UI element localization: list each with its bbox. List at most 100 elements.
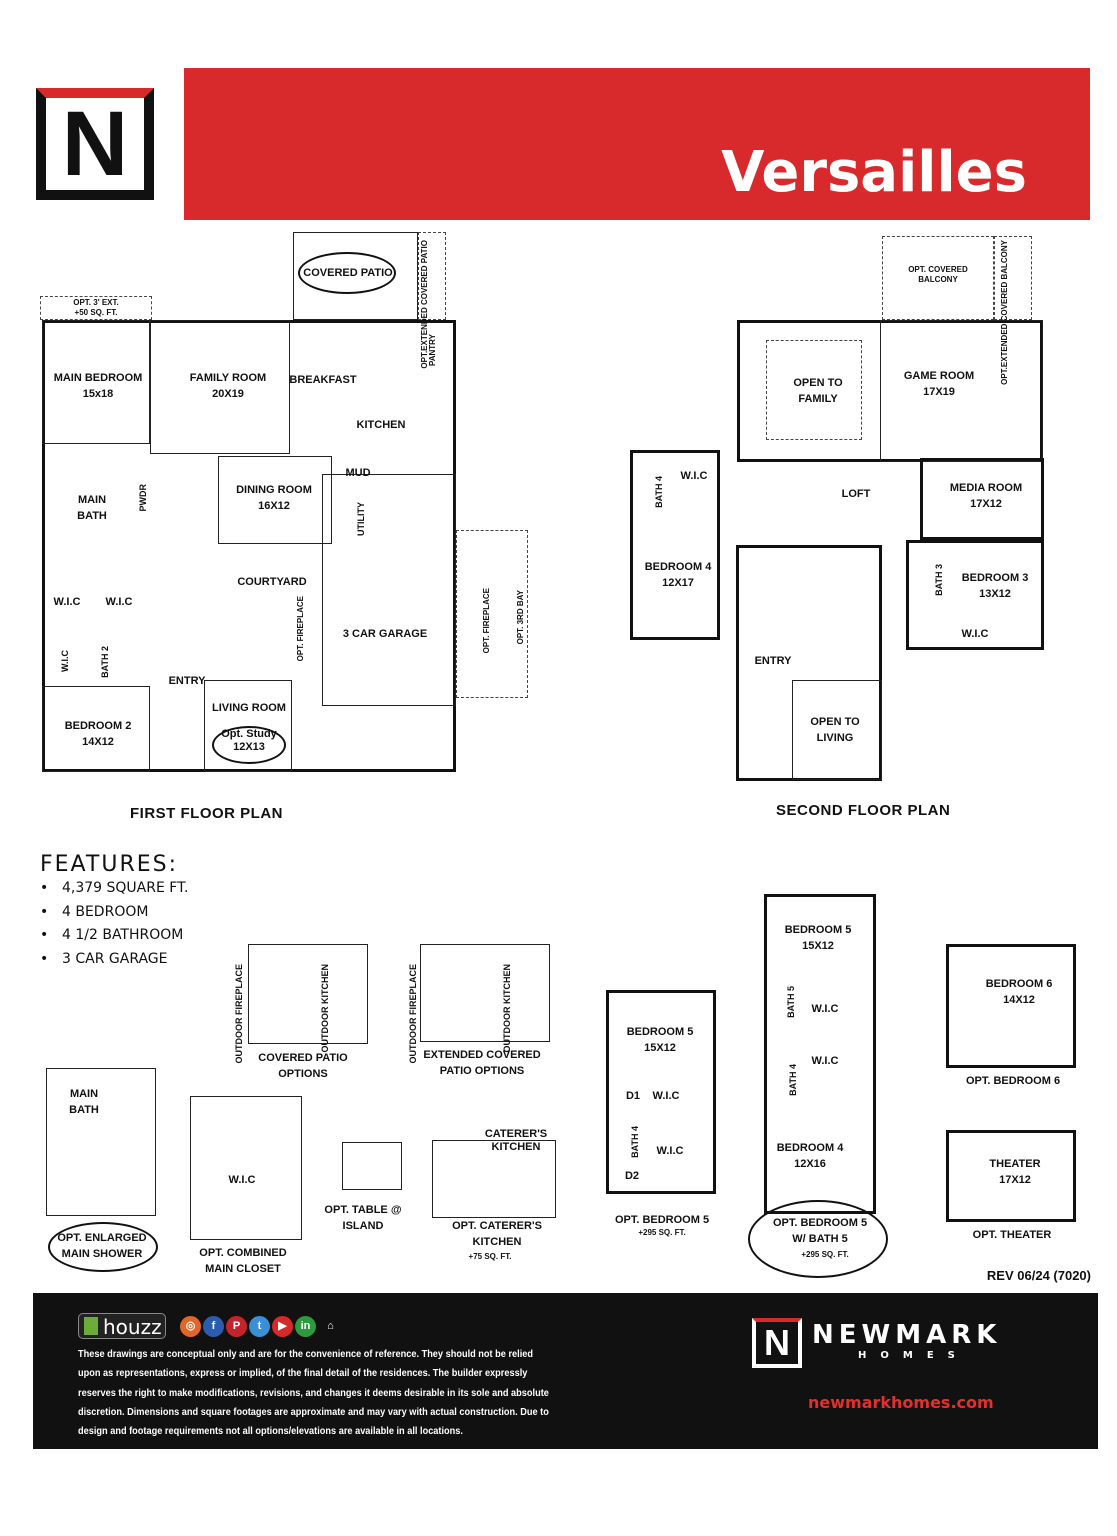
wic-label: W.I.C — [228, 1174, 256, 1186]
features-list: 4,379 SQUARE FT. 4 BEDROOM 4 1/2 BATHROO… — [40, 880, 188, 974]
opt-3rd-bay-area — [456, 530, 528, 698]
room-name: BEDROOM 4 — [776, 1142, 844, 1154]
feature-item: 4 BEDROOM — [40, 904, 188, 928]
opt-bedroom6-drawing — [946, 944, 1076, 1068]
room-size: 17X12 — [999, 1174, 1031, 1186]
instagram-icon[interactable]: ◎ — [180, 1316, 201, 1337]
pinterest-icon[interactable]: P — [226, 1316, 247, 1337]
linkedin-icon[interactable]: in — [295, 1316, 316, 1337]
bedroom5-sqft: +295 SQ. FT. — [801, 1250, 849, 1259]
room-name: BEDROOM 5 — [626, 1026, 694, 1038]
highlight-circle — [748, 1200, 888, 1278]
title-banner — [184, 68, 1090, 220]
dining-room-walls — [218, 456, 332, 544]
covered-patio-options-label: COVERED PATIO OPTIONS — [258, 1052, 348, 1080]
game-room-label: GAME ROOM 17X19 — [904, 368, 974, 400]
garage-label: 3 CAR GARAGE — [342, 628, 428, 640]
main-bath-label: MAIN BATH — [69, 1088, 99, 1116]
revision-label: REV 06/24 (7020) — [986, 1268, 1091, 1283]
courtyard-label: COURTYARD — [237, 576, 307, 588]
opt-bedroom5-bath5-label: OPT. BEDROOM 5 W/ BATH 5 — [772, 1217, 868, 1245]
room-name: OPEN TO FAMILY — [793, 377, 843, 405]
bedroom4-label: BEDROOM 4 12X16 — [777, 1140, 844, 1172]
room-name: GAME ROOM — [903, 370, 975, 382]
youtube-icon[interactable]: ▶ — [272, 1316, 293, 1337]
first-floor-title: FIRST FLOOR PLAN — [130, 805, 283, 822]
features-heading: FEATURES: — [40, 852, 179, 877]
d1-label: D1 — [625, 1090, 641, 1102]
opt-theater-drawing — [946, 1130, 1076, 1222]
facebook-icon[interactable]: f — [203, 1316, 224, 1337]
room-size: 12X17 — [662, 577, 694, 589]
wic-label: W.I.C — [656, 1145, 684, 1157]
entry-label: ENTRY — [754, 655, 792, 667]
bedroom3-label: BEDROOM 3 13X12 — [962, 570, 1029, 602]
disclaimer-text: These drawings are conceptual only and a… — [78, 1349, 549, 1438]
table-island-drawing — [342, 1142, 402, 1190]
highlight-circle — [298, 252, 396, 294]
enlarged-shower-drawing — [46, 1068, 156, 1216]
room-name: Opt. Study — [221, 728, 277, 740]
family-room-label: FAMILY ROOM 20X19 — [190, 370, 266, 402]
room-size: 17X19 — [923, 386, 955, 398]
wic-label: W.I.C — [105, 596, 133, 608]
second-floor-title: SECOND FLOOR PLAN — [776, 802, 951, 819]
opt-ext-text: OPT. 3' EXT. — [73, 298, 119, 307]
feature-item: 4 1/2 BATHROOM — [40, 927, 188, 951]
room-name: FAMILY ROOM — [189, 372, 267, 384]
theater-label: THEATER 17X12 — [989, 1156, 1040, 1188]
living-room-walls — [204, 680, 292, 772]
living-room-label: LIVING ROOM — [212, 702, 286, 714]
caterers-kitchen-drawing — [432, 1140, 556, 1218]
room-name: BEDROOM 4 — [644, 561, 712, 573]
room-name: MEDIA ROOM — [949, 482, 1023, 494]
page-title: Versailles — [721, 140, 1027, 205]
room-name: THEATER — [989, 1158, 1041, 1170]
brand-sub: HOMES — [858, 1350, 969, 1361]
outdoor-kitchen-label: OUTDOOR KITCHEN — [502, 964, 512, 1053]
room-name: BEDROOM 2 — [64, 720, 132, 732]
opt-bedroom5-drawing — [606, 990, 716, 1194]
open-to-family-area — [766, 340, 862, 440]
kitchen-label: KITCHEN — [356, 419, 406, 431]
loft-label: LOFT — [841, 488, 871, 500]
covered-patio-area — [293, 232, 418, 320]
room-size: 20X19 — [212, 388, 244, 400]
newmark-logo: N — [36, 88, 154, 200]
twitter-icon[interactable]: t — [249, 1316, 270, 1337]
pantry-label: PANTRY — [428, 334, 437, 366]
wic-label: W.I.C — [60, 650, 70, 672]
website-link[interactable]: newmarkhomes.com — [808, 1393, 994, 1412]
opt-enlarged-shower-label: OPT. ENLARGED MAIN SHOWER — [57, 1232, 147, 1260]
opt-ext-label: OPT. 3' EXT.+50 SQ. FT. — [56, 298, 136, 318]
room-size: 13X12 — [979, 588, 1011, 600]
wic-label: W.I.C — [811, 1003, 839, 1015]
room-size: 15X12 — [802, 940, 834, 952]
room-size: 12X13 — [233, 741, 265, 753]
bedroom4-label: BEDROOM 4 12X17 — [645, 559, 712, 591]
covered-patio-option-drawing — [248, 944, 368, 1044]
room-size: 17X12 — [970, 498, 1002, 510]
room-size: 14X12 — [1003, 994, 1035, 1006]
opt-balcony-area — [882, 236, 994, 320]
open-to-living-area — [792, 680, 882, 780]
bedroom3-walls — [906, 540, 1044, 650]
room-size: 12X16 — [794, 1158, 826, 1170]
opt-ext-balcony-area — [994, 236, 1032, 320]
bath4-label: BATH 4 — [654, 476, 664, 508]
opt-combined-closet-label: OPT. COMBINED MAIN CLOSET — [199, 1247, 287, 1275]
utility-label: UTILITY — [356, 502, 366, 536]
room-size: 15x18 — [82, 388, 114, 400]
opt-table-island-label: OPT. TABLE @ ISLAND — [324, 1204, 402, 1232]
opt-caterers-kitchen-label: OPT. CATERER'S KITCHEN — [452, 1220, 542, 1248]
d2-label: D2 — [624, 1170, 640, 1182]
bedroom2-walls — [42, 686, 150, 772]
feature-item: 4,379 SQUARE FT. — [40, 880, 188, 904]
room-name: BEDROOM 3 — [961, 572, 1029, 584]
outdoor-fireplace-label: OUTDOOR FIREPLACE — [234, 964, 244, 1064]
highlight-circle — [48, 1222, 158, 1272]
